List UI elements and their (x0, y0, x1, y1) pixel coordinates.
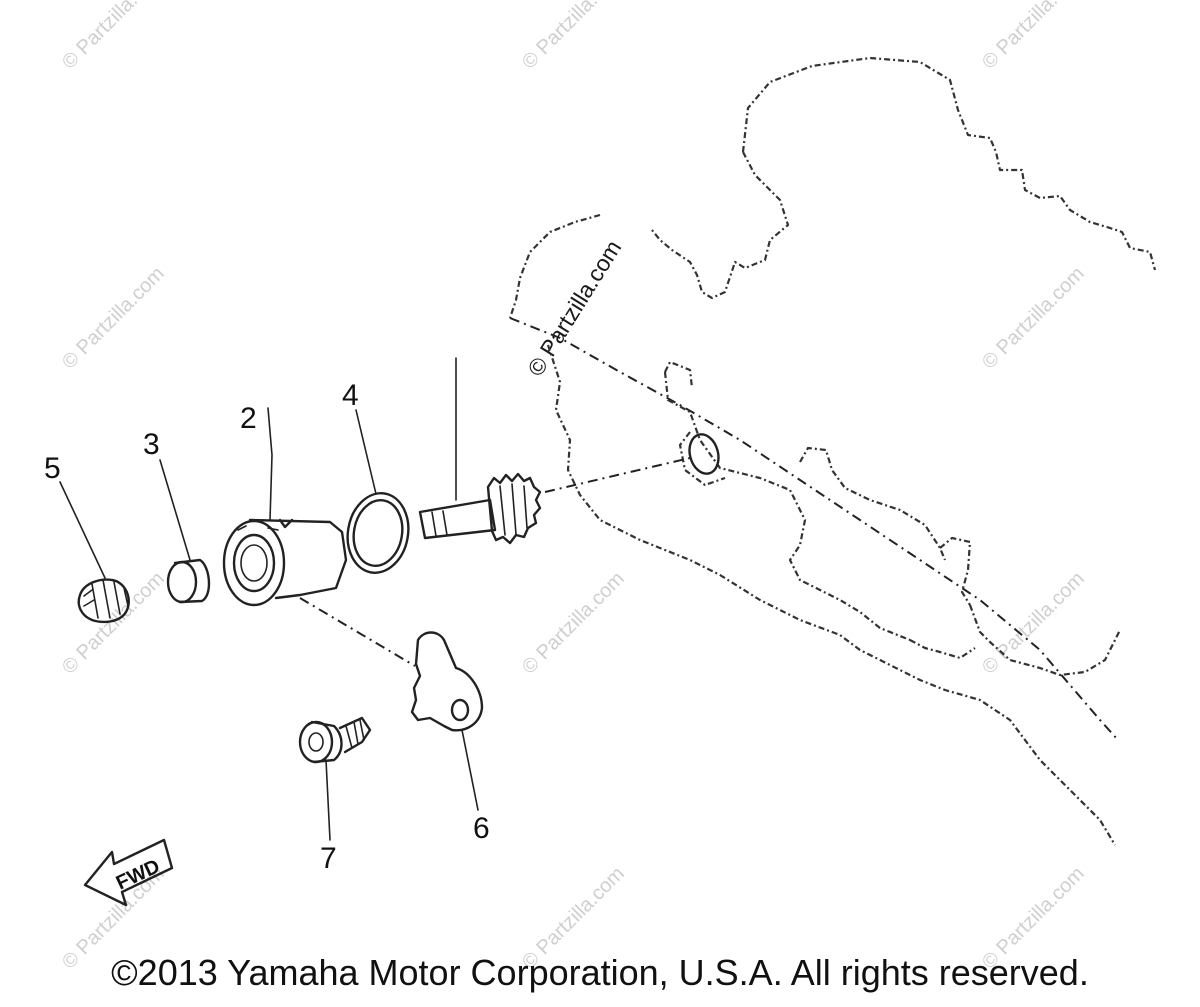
part-7-bolt (298, 716, 372, 841)
watermark-grid: © Partzilla.com © Partzilla.com © Partzi… (58, 0, 1089, 974)
watermark: © Partzilla.com (518, 568, 629, 679)
callout-3: 3 (143, 428, 160, 461)
part-4-o-ring (346, 409, 410, 574)
part-2-bushing (222, 407, 348, 607)
watermark: © Partzilla.com (978, 568, 1089, 679)
part-6-stopper (410, 631, 484, 811)
watermark-center: © Partzilla.com (522, 235, 626, 380)
part-5-spring (59, 481, 130, 624)
callout-5: 5 (44, 452, 61, 485)
watermark: © Partzilla.com (58, 0, 169, 74)
watermark: © Partzilla.com (978, 263, 1089, 374)
callout-2: 2 (240, 402, 257, 435)
part-3-collar (159, 459, 211, 604)
part-1-gear-shaft (418, 357, 542, 545)
copyright-notice: ©2013 Yamaha Motor Corporation, U.S.A. A… (111, 952, 1089, 993)
callout-7: 7 (320, 842, 337, 875)
watermark: © Partzilla.com (518, 0, 629, 74)
crankcase-outline (508, 56, 1157, 846)
callout-6: 6 (473, 812, 490, 845)
watermark: © Partzilla.com (978, 0, 1089, 74)
callout-4: 4 (342, 379, 359, 412)
watermark: © Partzilla.com (58, 263, 169, 374)
axis-centerline (544, 457, 691, 493)
watermark: © Partzilla.com (58, 568, 169, 679)
stopper-centerline (299, 597, 416, 667)
